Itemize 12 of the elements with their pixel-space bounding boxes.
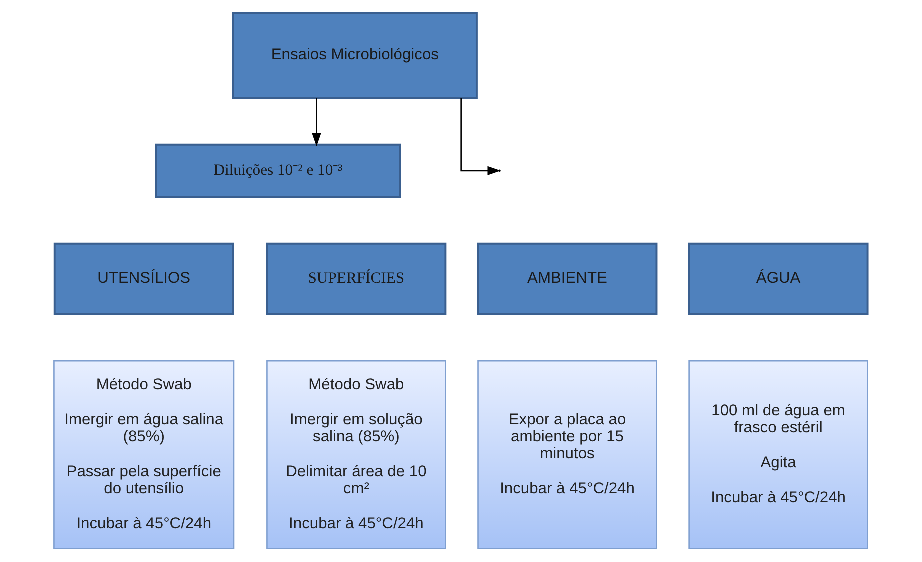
node-box: Expor a placa ao ambiente por 15 minutos Incubar à 45°C/24h [478,360,658,550]
node-box: 100 ml de água em frasco estéril Agita Incubar à 45°C/24h [688,360,868,550]
arrow [312,98,322,147]
node-box: Método Swab Imergir em solução salina (85%) Delimitar área de 10 cm² Incubar à 45°C/24h [266,360,446,550]
node-box: Método Swab Imergir em água salina (85%) Passar pela superfície do utensílio Incubar à 45°C/24h [54,360,235,550]
arrow [460,98,501,176]
node-box: Ensaios Microbiológicos [232,12,478,99]
node-box: SUPERFÍCIES [266,242,447,316]
node-box: ÁGUA [688,242,869,316]
node-box: Diluições 10⁻² e 10⁻³ [156,144,402,198]
node-box: AMBIENTE [477,242,658,316]
node-box: UTENSÍLIOS [54,242,234,316]
